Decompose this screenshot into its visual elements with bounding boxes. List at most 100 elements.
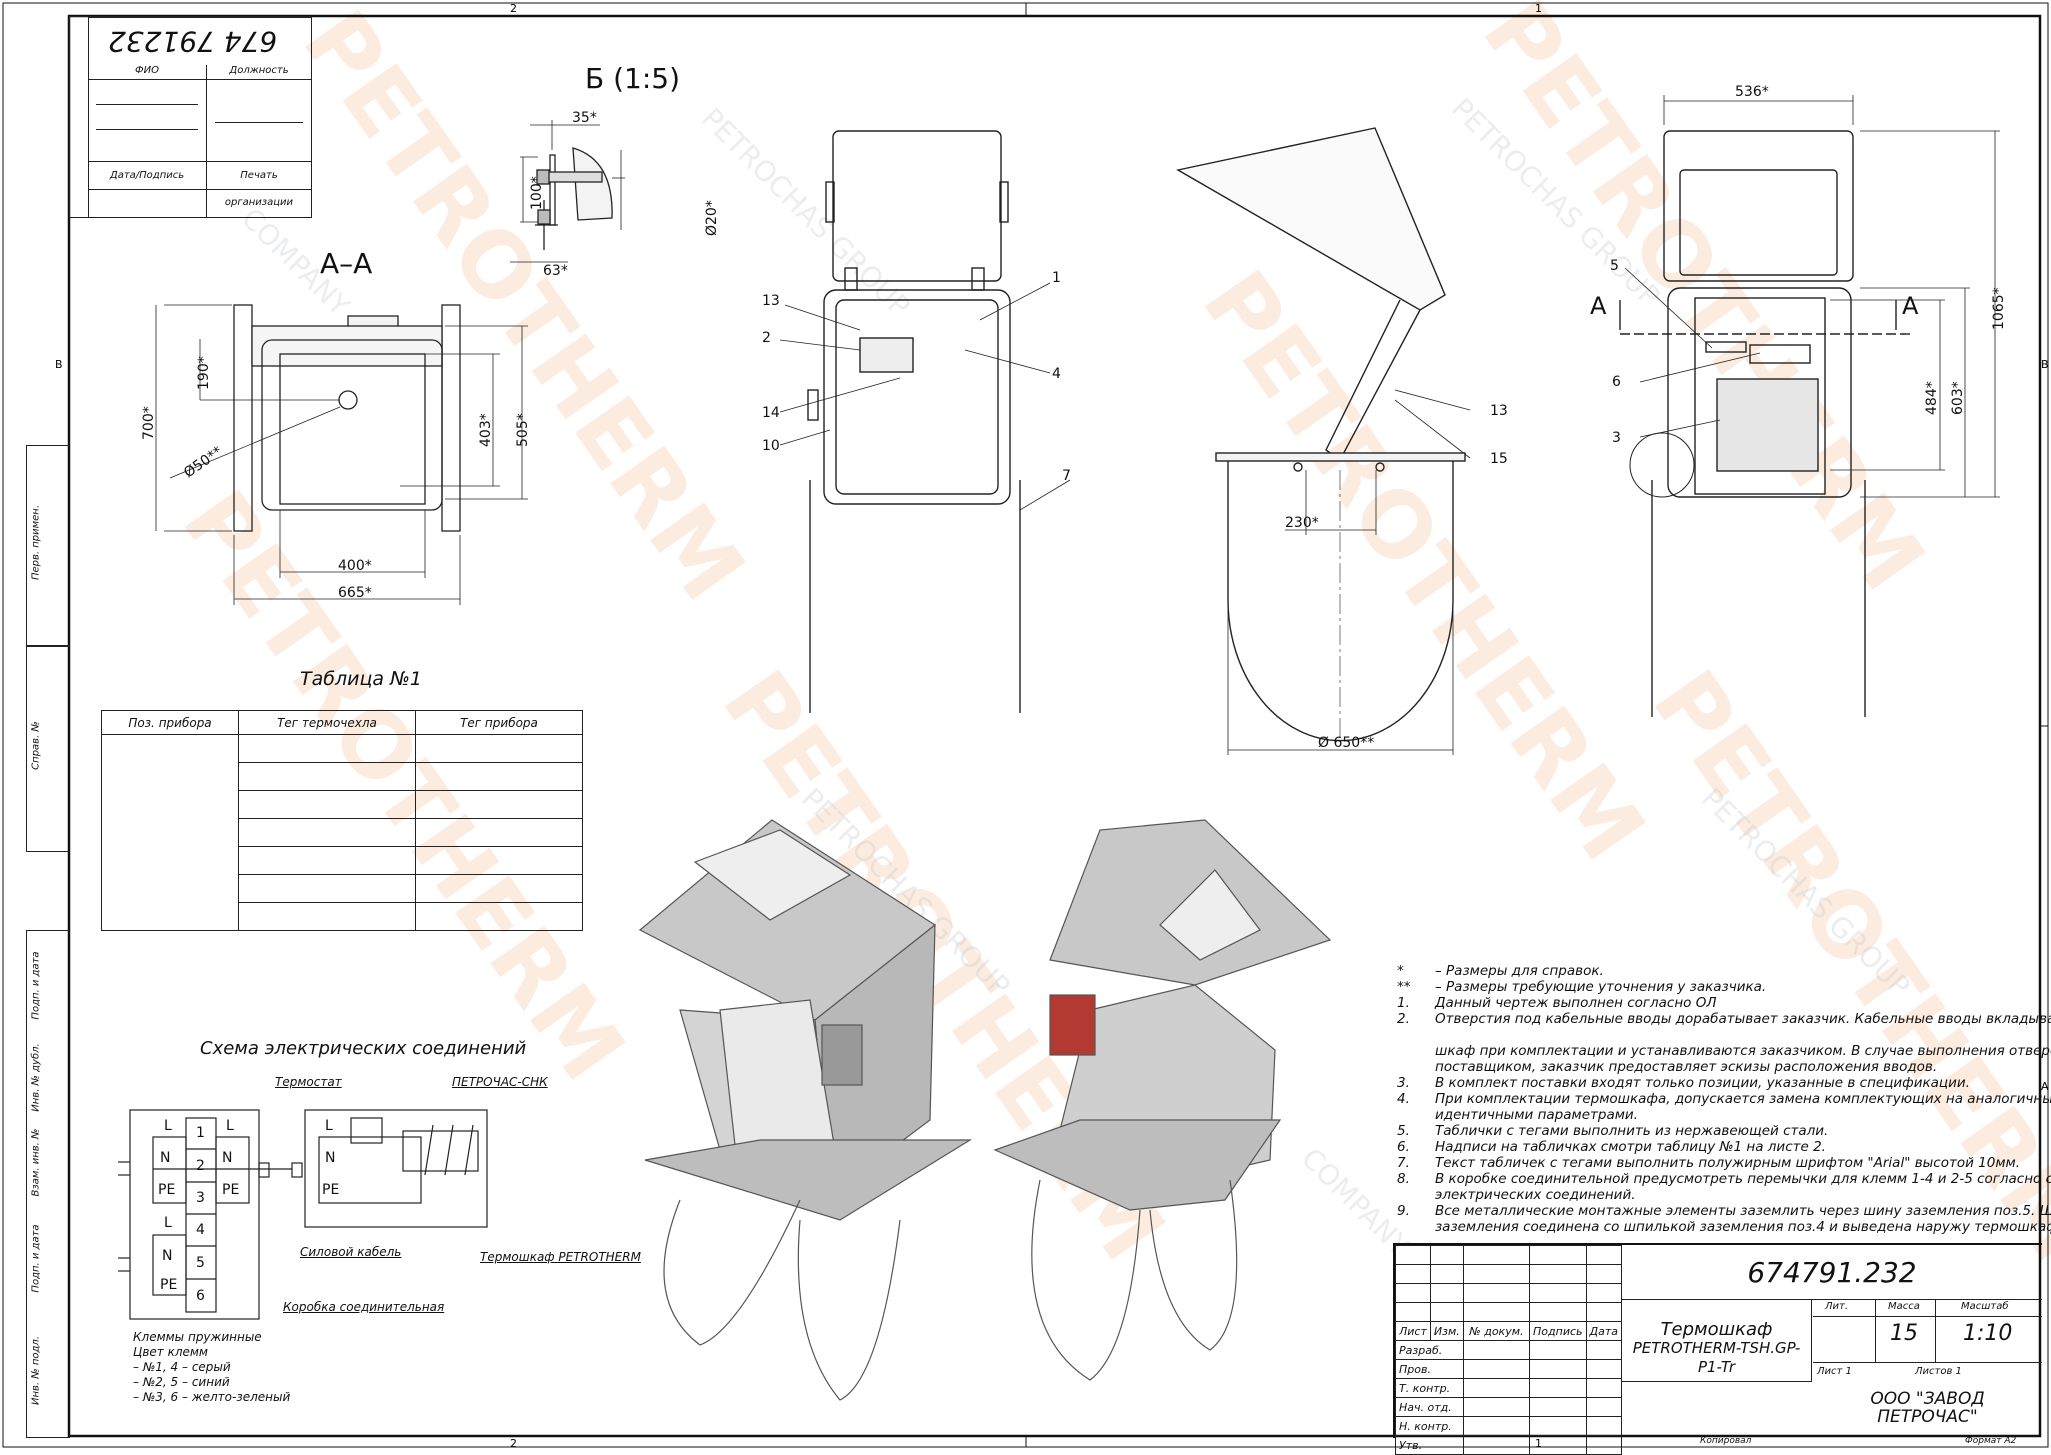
cable-brand-label: ПЕТРОЧАС-СНК bbox=[452, 1075, 548, 1089]
side-column: Перв. примен. Справ. № Подп. и дата Инв.… bbox=[26, 445, 70, 1438]
svg-text:Ø20*: Ø20* bbox=[704, 200, 720, 236]
box-label: Коробка соединительная bbox=[283, 1300, 445, 1314]
table1-cell[interactable] bbox=[238, 790, 416, 819]
note: 7.Текст табличек с тегами выполнить полу… bbox=[1397, 1155, 2021, 1171]
table1-cell[interactable] bbox=[238, 734, 416, 763]
svg-text:4: 4 bbox=[1052, 366, 1061, 382]
schema-title: Схема электрических соединений bbox=[200, 1038, 527, 1059]
side-label: Перв. примен. bbox=[30, 504, 42, 581]
svg-text:7: 7 bbox=[1062, 468, 1071, 484]
table1-cell[interactable] bbox=[238, 818, 416, 847]
table1-cell[interactable] bbox=[101, 734, 239, 931]
svg-text:400*: 400* bbox=[338, 558, 372, 574]
power-cable-label: Силовой кабель bbox=[300, 1245, 402, 1259]
zone-label: 2 bbox=[510, 1437, 517, 1450]
stamp-position-field[interactable] bbox=[207, 80, 311, 162]
note: 9.Все металлические монтажные элементы з… bbox=[1397, 1203, 2051, 1219]
rear-view: А А 536* 1065* 484* 603* 5 6 3 bbox=[1590, 84, 2007, 717]
svg-text:700*: 700* bbox=[141, 406, 157, 440]
table1-cell[interactable] bbox=[415, 846, 583, 875]
svg-text:63*: 63* bbox=[543, 263, 568, 279]
table1-cell[interactable] bbox=[238, 846, 416, 875]
table1-cell[interactable] bbox=[238, 902, 416, 931]
svg-text:403*: 403* bbox=[478, 413, 494, 447]
svg-text:1: 1 bbox=[1052, 270, 1061, 286]
table1-cell[interactable] bbox=[415, 818, 583, 847]
svg-text:6: 6 bbox=[1612, 374, 1621, 390]
isometric-render-right bbox=[993, 819, 1332, 1381]
zone-label: A bbox=[2041, 1080, 2049, 1093]
svg-text:3: 3 bbox=[1612, 430, 1621, 446]
side-view: 13 15 230* Ø 650** bbox=[1176, 127, 1508, 755]
svg-text:665*: 665* bbox=[338, 585, 372, 601]
zone-label: B bbox=[2041, 358, 2049, 371]
svg-text:А: А bbox=[1590, 292, 1607, 320]
stamp-fio-field[interactable] bbox=[88, 80, 207, 162]
note: 6.Надписи на табличках смотри таблицу №1… bbox=[1397, 1139, 1826, 1155]
note: заземления соединена со шпилькой заземле… bbox=[1435, 1219, 2051, 1235]
view-b-detail: Б (1:5) 35* 100* Ø20* 63* bbox=[510, 62, 720, 279]
zone-label: 1 bbox=[1535, 2, 1542, 15]
table1-cell[interactable] bbox=[415, 902, 583, 931]
table1-header: Тег термочехла bbox=[238, 710, 416, 735]
svg-text:1065*: 1065* bbox=[1991, 287, 2007, 330]
svg-text:190*: 190* bbox=[196, 356, 212, 390]
table1-header: Поз. прибора bbox=[101, 710, 239, 735]
table1-title: Таблица №1 bbox=[300, 668, 422, 690]
note: 3.В комплект поставки входят только пози… bbox=[1397, 1075, 1970, 1091]
table1-cell[interactable] bbox=[415, 734, 583, 763]
svg-text:230*: 230* bbox=[1285, 515, 1319, 531]
note: шкаф при комплектации и устанавливаются … bbox=[1435, 1043, 2051, 1059]
note: поставщиком, заказчик предоставляет эски… bbox=[1435, 1059, 1938, 1075]
stamp-fio-header: ФИО bbox=[88, 65, 207, 80]
note: 4.При комплектации термошкафа, допускает… bbox=[1397, 1091, 2051, 1107]
svg-text:536*: 536* bbox=[1735, 84, 1769, 100]
format-label: Формат А2 bbox=[1965, 1436, 2017, 1446]
svg-text:Ø 650**: Ø 650** bbox=[1318, 735, 1374, 751]
thermostat-label: Термостат bbox=[275, 1075, 342, 1089]
stamp-seal-header: Печать организации bbox=[207, 162, 311, 208]
table1-cell[interactable] bbox=[415, 762, 583, 791]
isometric-render-left bbox=[638, 819, 973, 1401]
svg-text:484*: 484* bbox=[1924, 381, 1940, 415]
side-label: Подп. и дата bbox=[30, 1224, 42, 1293]
svg-text:603*: 603* bbox=[1950, 381, 1966, 415]
table1-cell[interactable] bbox=[238, 762, 416, 791]
table1-cell[interactable] bbox=[415, 790, 583, 819]
sheet-count: Листов 1 bbox=[1915, 1366, 1962, 1377]
svg-text:10: 10 bbox=[762, 438, 780, 454]
document-code: 674791.232 bbox=[1622, 1245, 2042, 1300]
svg-text:Б (1:5): Б (1:5) bbox=[585, 62, 680, 95]
note: идентичными параметрами. bbox=[1435, 1107, 1638, 1123]
stamp-date-header: Дата/Подпись bbox=[88, 162, 207, 190]
approval-stamp: 674 791232 ФИО Должность Дата/Подпись Пе… bbox=[69, 16, 312, 218]
svg-text:13: 13 bbox=[1490, 403, 1508, 419]
front-view: 13 2 14 10 1 4 7 bbox=[762, 130, 1071, 713]
svg-text:14: 14 bbox=[762, 405, 780, 421]
note: *– Размеры для справок. bbox=[1397, 963, 1604, 979]
table1-cell[interactable] bbox=[238, 874, 416, 903]
note: **– Размеры требующие уточнения у заказч… bbox=[1397, 979, 1767, 995]
svg-text:5: 5 bbox=[1610, 258, 1619, 274]
scale-value: 1:10 bbox=[1963, 1321, 2013, 1346]
side-label: Справ. № bbox=[30, 721, 42, 770]
svg-text:2: 2 bbox=[762, 330, 771, 346]
technical-notes: *– Размеры для справок. **– Размеры треб… bbox=[1397, 963, 2051, 1235]
note: 2.Отверстия под кабельные вводы дорабаты… bbox=[1397, 1011, 2051, 1027]
svg-text:35*: 35* bbox=[572, 110, 597, 126]
table1-header: Тег прибора bbox=[415, 710, 583, 735]
mass-value: 15 bbox=[1890, 1321, 1918, 1346]
side-label: Инв. № подл. bbox=[30, 1336, 42, 1405]
table1: Поз. прибора Тег термочехла Тег прибора bbox=[101, 710, 583, 931]
cabinet-label: Термошкаф PETROTHERM bbox=[480, 1250, 641, 1264]
svg-text:13: 13 bbox=[762, 293, 780, 309]
svg-text:100*: 100* bbox=[529, 176, 545, 210]
stamp-code: 674 791232 bbox=[88, 17, 311, 66]
zone-label: B bbox=[55, 358, 63, 371]
table1-cell[interactable] bbox=[415, 874, 583, 903]
